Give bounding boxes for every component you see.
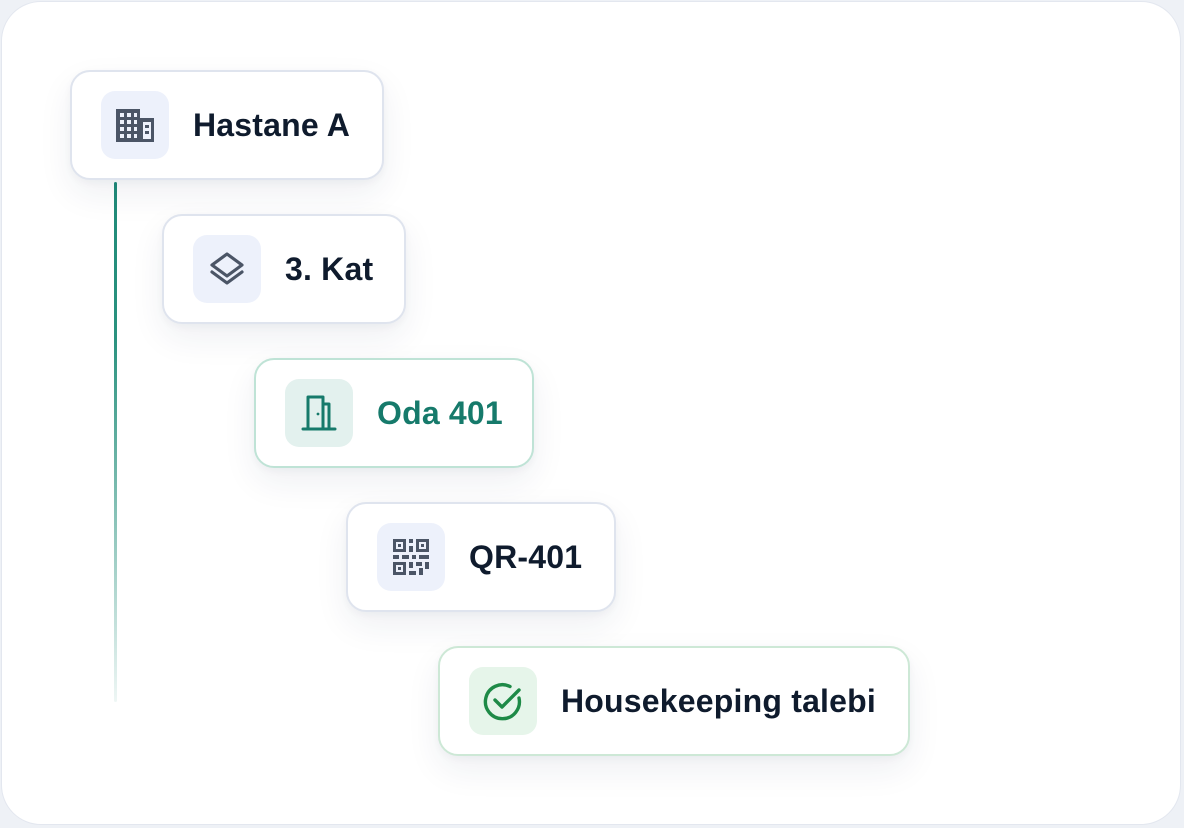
tree-node-request[interactable]: Housekeeping talebi — [438, 646, 910, 756]
tree-node-label: Oda 401 — [377, 394, 503, 431]
check-circle-icon — [469, 667, 537, 735]
tree-node-label: QR-401 — [469, 538, 583, 575]
layers-icon — [193, 235, 261, 303]
tree-connector-line — [114, 182, 117, 702]
building-icon — [101, 91, 169, 159]
tree-node-label: 3. Kat — [285, 250, 374, 287]
qr-code-icon — [377, 523, 445, 591]
tree-node-qr[interactable]: QR-401 — [346, 502, 616, 612]
tree-node-hospital[interactable]: Hastane A — [70, 70, 384, 180]
tree-node-label: Hastane A — [193, 106, 351, 143]
tree-node-label: Housekeeping talebi — [561, 682, 876, 719]
tree-node-room[interactable]: Oda 401 — [254, 358, 534, 468]
tree-node-floor[interactable]: 3. Kat — [162, 214, 406, 324]
door-icon — [285, 379, 353, 447]
